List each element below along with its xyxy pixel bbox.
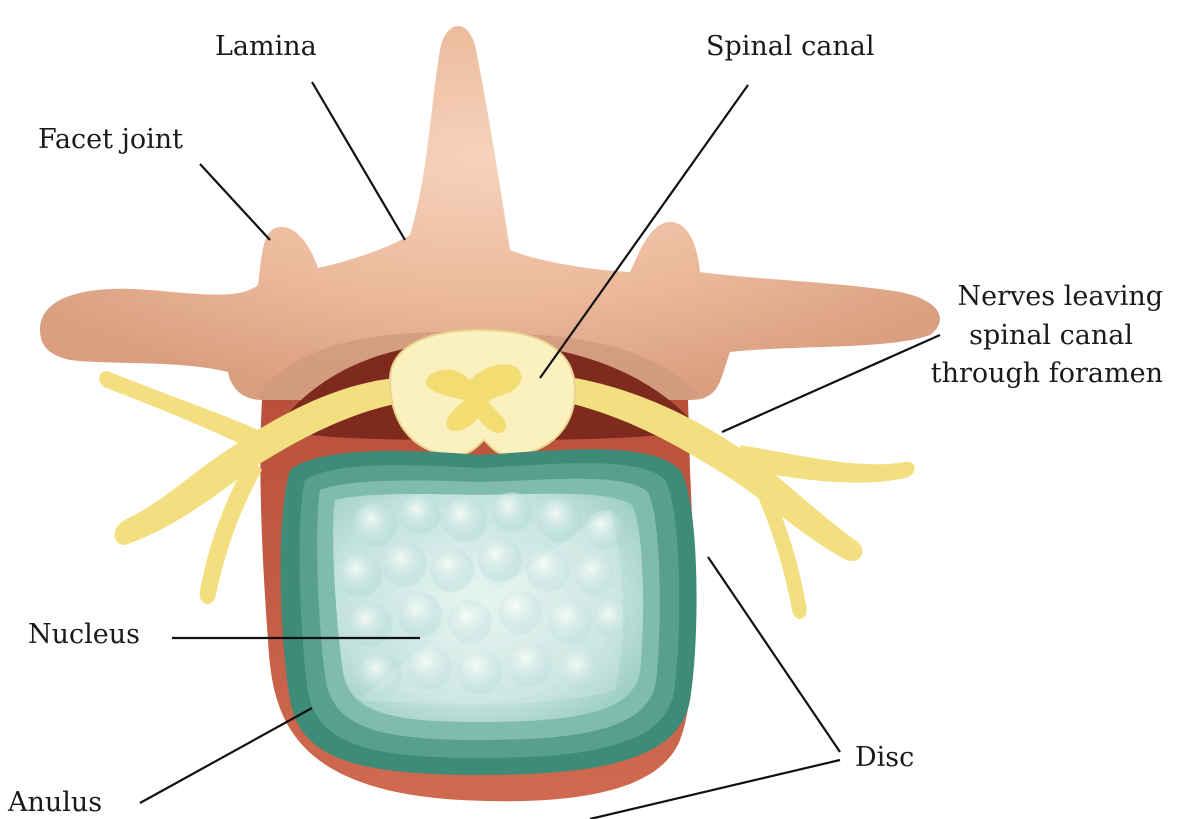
spinal-cord [390, 330, 575, 455]
label-lamina: Lamina [215, 31, 317, 62]
label-nerves-line2: spinal canal [969, 320, 1133, 351]
label-nucleus: Nucleus [28, 619, 140, 650]
leader-anulus [140, 708, 312, 803]
leader-disc-upper [708, 557, 840, 752]
label-anulus: Anulus [7, 787, 102, 818]
label-spinal-canal: Spinal canal [706, 31, 874, 62]
disc [281, 449, 697, 775]
label-facet-joint: Facet joint [38, 124, 183, 155]
label-disc: Disc [855, 742, 914, 773]
leader-facet-joint [200, 164, 270, 240]
leader-lamina [312, 82, 405, 240]
label-nerves-line3: through foramen [931, 358, 1163, 389]
label-nerves-line1: Nerves leaving [958, 281, 1163, 312]
